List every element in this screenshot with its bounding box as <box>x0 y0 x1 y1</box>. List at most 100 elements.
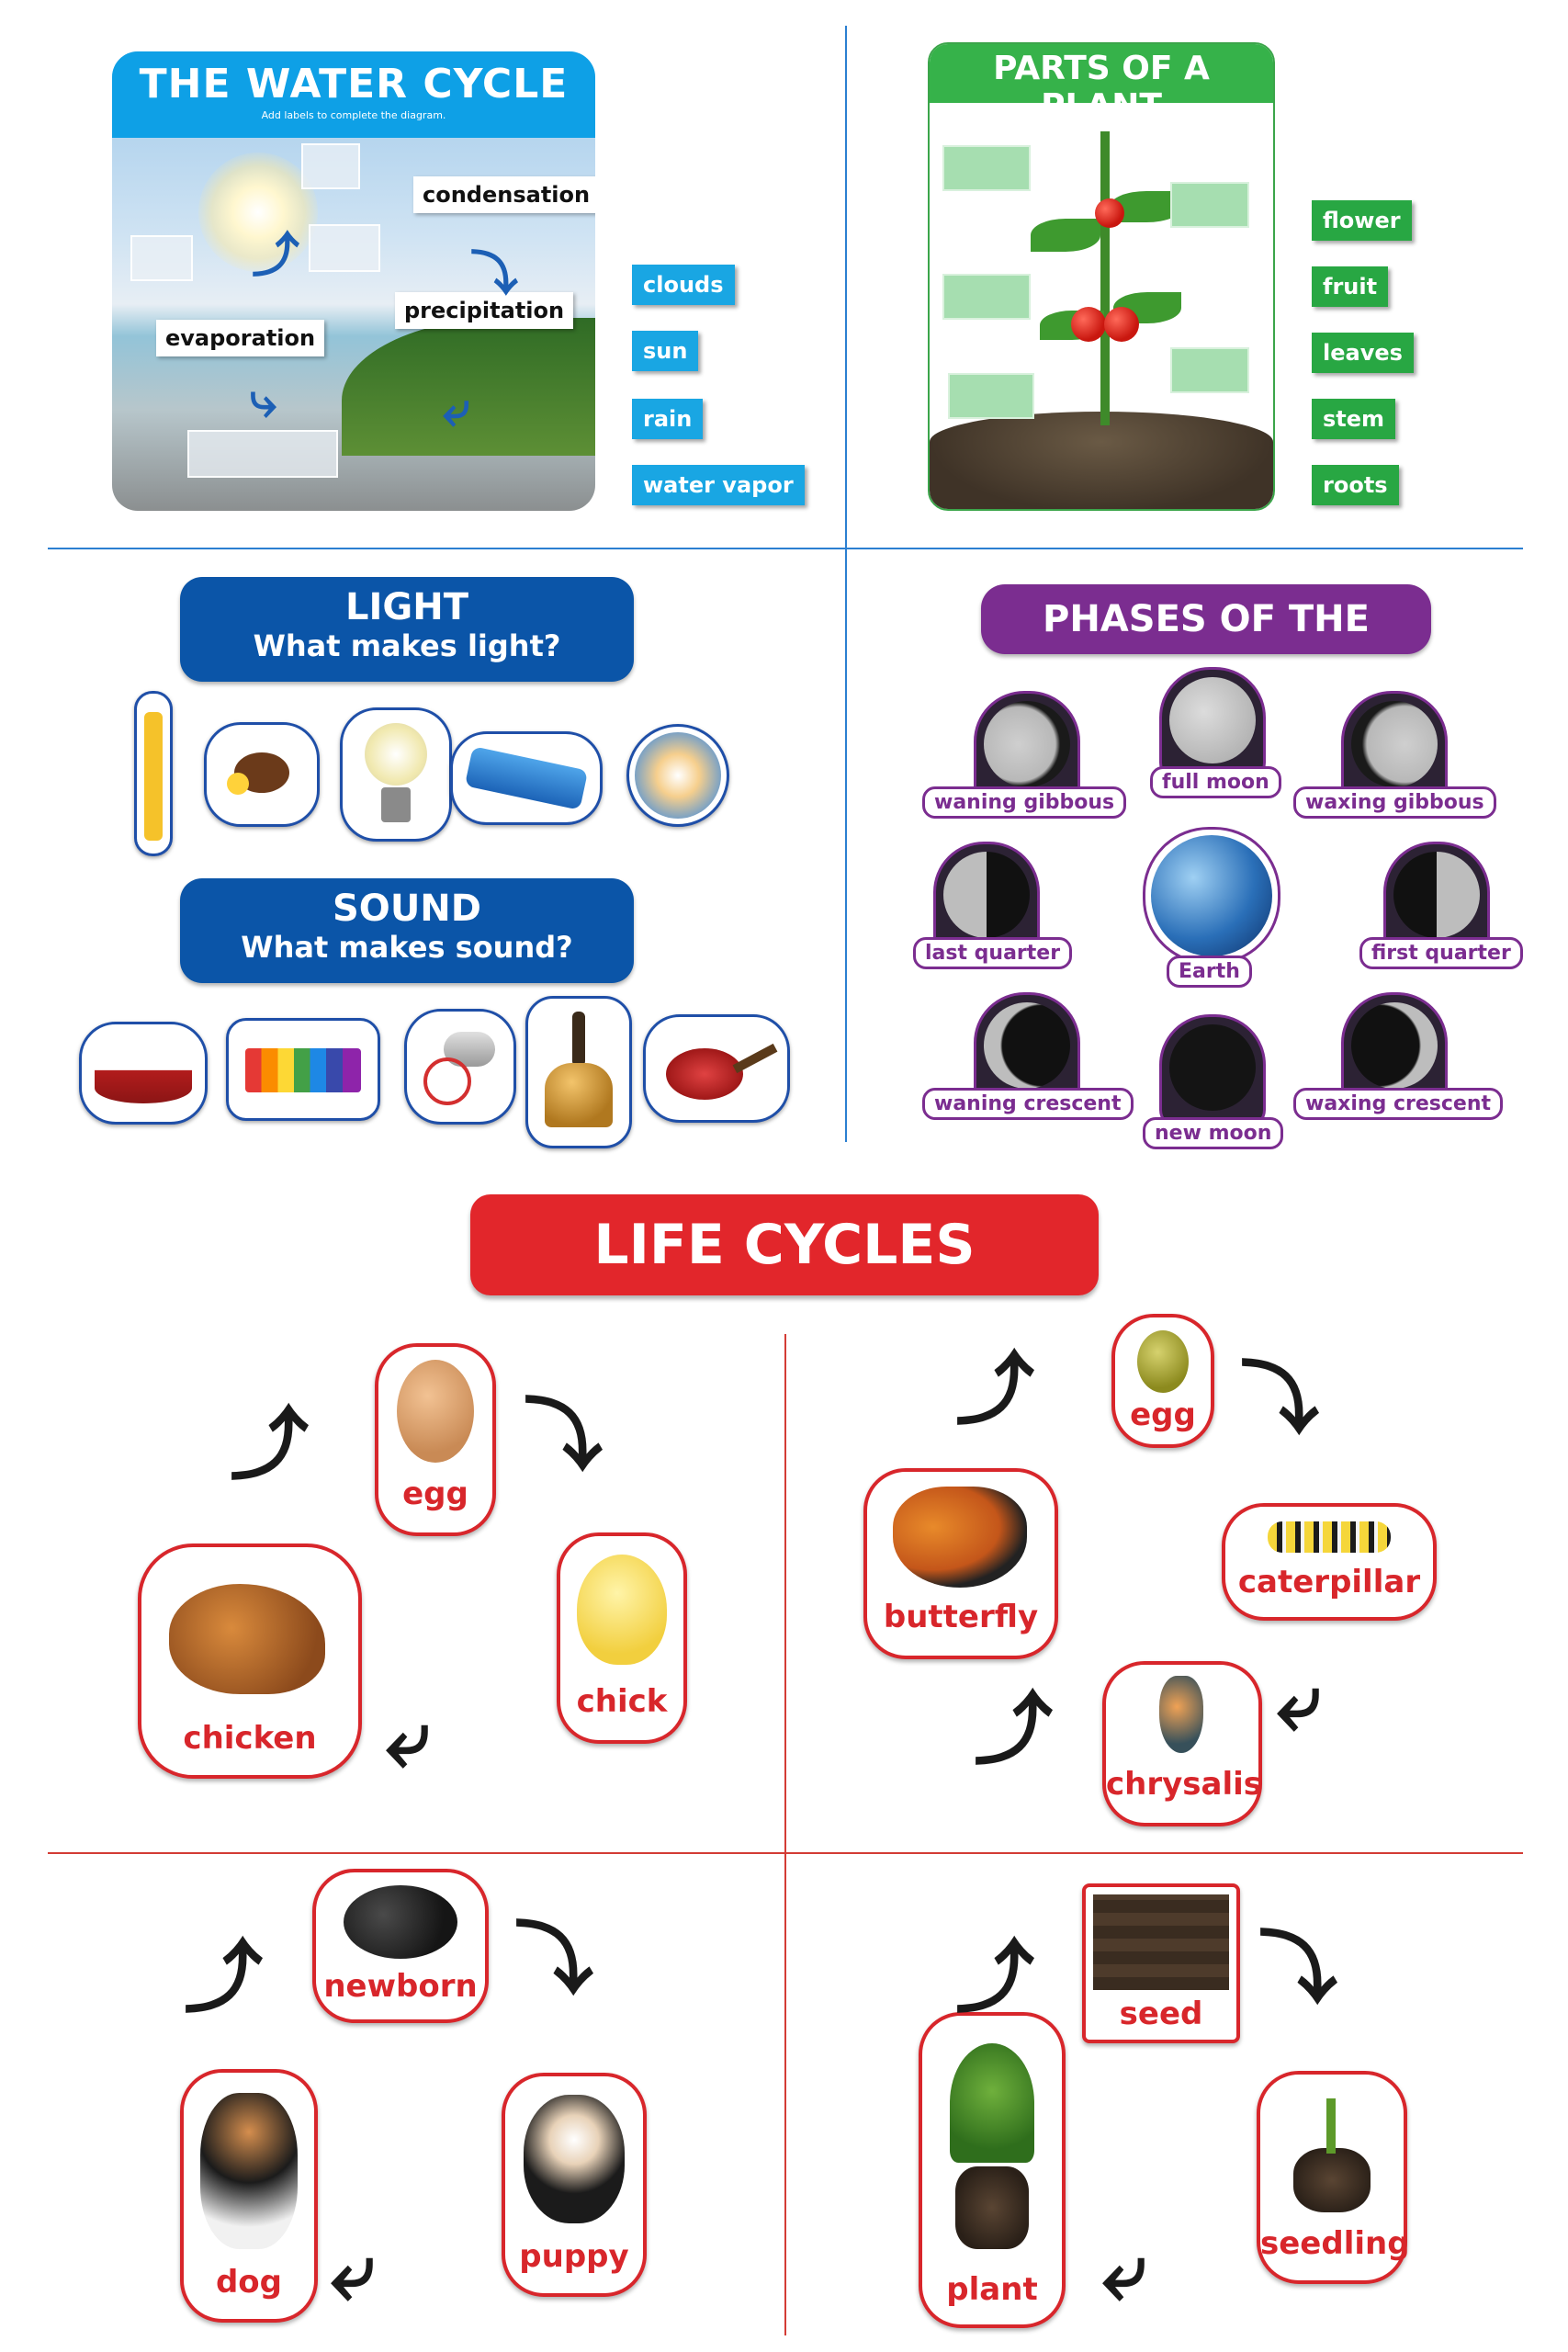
newborn-card[interactable]: newborn <box>312 1869 489 2023</box>
whistle-icon[interactable] <box>404 1009 516 1125</box>
cycle-arrow-icon: ⤵ <box>524 1390 603 1482</box>
butterfly-label: butterfly <box>883 1599 1039 1635</box>
xylophone-icon[interactable] <box>226 1018 380 1121</box>
moon-new[interactable] <box>1159 1014 1266 1128</box>
sound-title: SOUND <box>333 888 481 930</box>
sun-light-icon[interactable] <box>626 724 729 827</box>
dog-image <box>200 2093 298 2249</box>
chip-roots[interactable]: roots <box>1312 465 1399 505</box>
moon-label-waning-crescent: waning crescent <box>922 1088 1134 1120</box>
blank-label-box <box>948 373 1034 419</box>
cycle-arrow-icon: ⤴ <box>252 229 300 284</box>
moon-first-quarter[interactable] <box>1383 842 1490 956</box>
dog-label: dog <box>215 2264 283 2301</box>
plant-card-cycle[interactable]: plant <box>919 2012 1066 2328</box>
divider-vertical-bottom <box>784 1334 786 2335</box>
caterpillar-card[interactable]: caterpillar <box>1222 1503 1437 1621</box>
full-moon-icon <box>1169 677 1256 763</box>
young-plant-image <box>950 2043 1034 2163</box>
butterfly-image <box>893 1487 1027 1588</box>
moon-last-quarter[interactable] <box>933 842 1040 956</box>
chip-rain[interactable]: rain <box>632 399 704 439</box>
chip-flower[interactable]: flower <box>1312 200 1412 241</box>
flashlight-icon[interactable] <box>450 731 603 825</box>
moon-waxing-gibbous[interactable] <box>1341 691 1448 805</box>
chrysalis-image <box>1159 1676 1203 1753</box>
moon-waning-gibbous[interactable] <box>974 691 1080 805</box>
puppy-label: puppy <box>519 2238 629 2275</box>
waning-gibbous-moon-icon <box>984 701 1070 787</box>
guitar-icon[interactable] <box>643 1014 790 1123</box>
moon-waxing-crescent[interactable] <box>1341 992 1448 1106</box>
cycle-arrow-icon: ⤴ <box>230 1399 309 1491</box>
cycle-arrow-icon: ⤵ <box>470 247 519 302</box>
bell-icon[interactable] <box>525 996 632 1148</box>
chip-water-vapor[interactable]: water vapor <box>632 465 805 505</box>
egg-image <box>397 1360 474 1463</box>
new-moon-icon <box>1169 1024 1256 1111</box>
cycle-arrow-icon: ⤴ <box>955 1932 1034 2024</box>
butterfly-egg-label: egg <box>1130 1396 1196 1433</box>
water-label-precipitation: precipitation <box>395 292 574 329</box>
candle-icon[interactable] <box>134 691 173 856</box>
cycle-arrow-icon: ⤶ <box>1277 1657 1322 1748</box>
cycle-arrow-icon: ⤴ <box>184 1932 263 2024</box>
moon-full[interactable] <box>1159 667 1266 781</box>
blank-label-box <box>942 274 1031 320</box>
waxing-gibbous-moon-icon <box>1351 701 1438 787</box>
puppy-card[interactable]: puppy <box>502 2073 647 2297</box>
chrysalis-label: chrysalis <box>1106 1766 1263 1803</box>
chicken-egg-card[interactable]: egg <box>375 1343 496 1536</box>
cycle-arrow-icon: ⤴ <box>974 1684 1053 1776</box>
blank-label-box <box>309 224 380 272</box>
cycle-arrow-icon: ⤶ <box>1102 2226 1147 2318</box>
chip-sun[interactable]: sun <box>632 331 699 371</box>
chip-leaves[interactable]: leaves <box>1312 333 1414 373</box>
firefly-icon[interactable] <box>204 722 320 827</box>
chip-fruit[interactable]: fruit <box>1312 266 1389 307</box>
butterfly-egg-image <box>1137 1330 1189 1393</box>
light-question: What makes light? <box>253 628 561 663</box>
drum-icon[interactable] <box>79 1022 208 1125</box>
cycle-arrow-icon: ⤴ <box>955 1344 1034 1436</box>
chick-card[interactable]: chick <box>557 1532 687 1744</box>
plant-title: PARTS OF A PLANT <box>993 50 1210 125</box>
butterfly-card[interactable]: butterfly <box>863 1468 1058 1659</box>
tomato-image <box>1071 307 1106 342</box>
seedling-image <box>1293 2148 1371 2212</box>
seedling-card[interactable]: seedling <box>1257 2071 1410 2284</box>
earth[interactable] <box>1143 827 1280 965</box>
tomato-image <box>1104 307 1139 342</box>
cycle-arrow-icon: ⤵ <box>1240 1353 1319 1445</box>
soil-image <box>930 412 1273 509</box>
waxing-crescent-moon-icon <box>1351 1002 1438 1089</box>
chicken-card[interactable]: chicken <box>138 1544 362 1779</box>
seed-card[interactable]: seed <box>1082 1883 1240 2043</box>
divider-horizontal-top <box>48 548 1523 549</box>
chicken-image <box>169 1584 325 1694</box>
cycle-arrow-icon: ⤶ <box>331 2226 376 2318</box>
chip-clouds[interactable]: clouds <box>632 265 735 305</box>
cycle-arrow-icon: ⤵ <box>1258 1923 1337 2015</box>
butterfly-egg-card[interactable]: egg <box>1111 1314 1214 1448</box>
plant-header: PARTS OF A PLANT Add labels to complete … <box>930 44 1273 139</box>
puppy-image <box>524 2095 625 2223</box>
chip-stem[interactable]: stem <box>1312 399 1396 439</box>
water-label-evaporation: evaporation <box>156 320 325 356</box>
lightbulb-icon[interactable] <box>340 707 452 842</box>
blank-label-box <box>942 145 1031 191</box>
moon-label-waxing-gibbous: waxing gibbous <box>1293 786 1496 819</box>
sound-question: What makes sound? <box>241 930 573 965</box>
plant-stem-image <box>1100 131 1110 425</box>
dog-card[interactable]: dog <box>180 2069 318 2323</box>
moon-waning-crescent[interactable] <box>974 992 1080 1106</box>
chrysalis-card[interactable]: chrysalis <box>1102 1661 1262 1826</box>
root-ball-image <box>955 2166 1029 2249</box>
chicken-label: chicken <box>183 1720 317 1757</box>
caterpillar-label: caterpillar <box>1237 1564 1421 1600</box>
moon-label-first-quarter: first quarter <box>1359 937 1523 969</box>
water-cycle-title: THE WATER CYCLE <box>139 61 569 107</box>
cycle-arrow-icon: ⤵ <box>514 1914 593 2006</box>
blank-label-box <box>187 430 338 478</box>
moon-label-waning-gibbous: waning gibbous <box>922 786 1127 819</box>
